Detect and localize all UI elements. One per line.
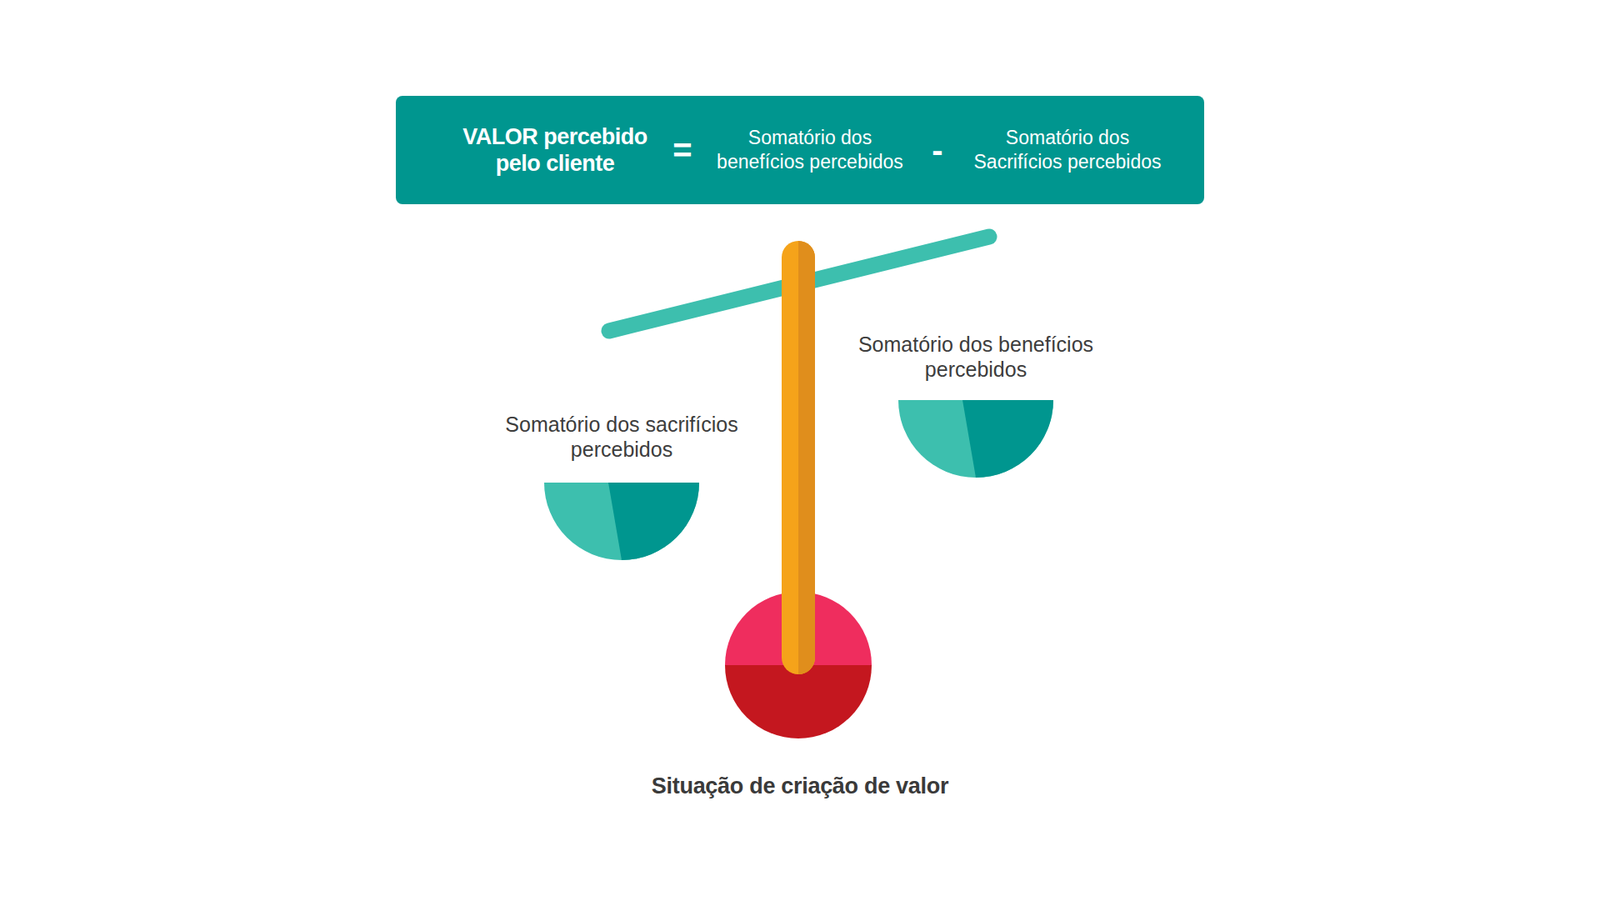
pan-label: Somatório dos sacrifícios percebidos [496, 411, 747, 462]
pan-dark [962, 400, 1054, 478]
scale-pan: Somatório dos sacrifícios percebidos [496, 411, 747, 563]
scale-pole-shade [798, 240, 815, 675]
pan-dark [608, 482, 700, 560]
pan-bowl [543, 482, 700, 563]
pan-label: Somatório dos benefícios percebidos [850, 331, 1101, 382]
operator-sign: - [920, 133, 955, 167]
scale-base-bottom [725, 665, 872, 739]
formula-banner: VALOR percebido pelo cliente=Somatório d… [395, 95, 1205, 205]
pan-light [544, 482, 700, 560]
scale-pan: Somatório dos benefícios percebidos [850, 331, 1101, 480]
scale-pole [781, 240, 815, 675]
formula-term: Somatório dos benefícios percebidos [705, 125, 915, 175]
pan-bowl [897, 400, 1055, 480]
formula-term: Somatório dos Sacrifícios percebidos [963, 125, 1172, 175]
pan-light [898, 400, 1054, 478]
operator-sign: = [665, 133, 700, 167]
formula-term: VALOR percebido pelo cliente [446, 123, 664, 178]
diagram-caption: Situação de criação de valor [0, 773, 1600, 800]
